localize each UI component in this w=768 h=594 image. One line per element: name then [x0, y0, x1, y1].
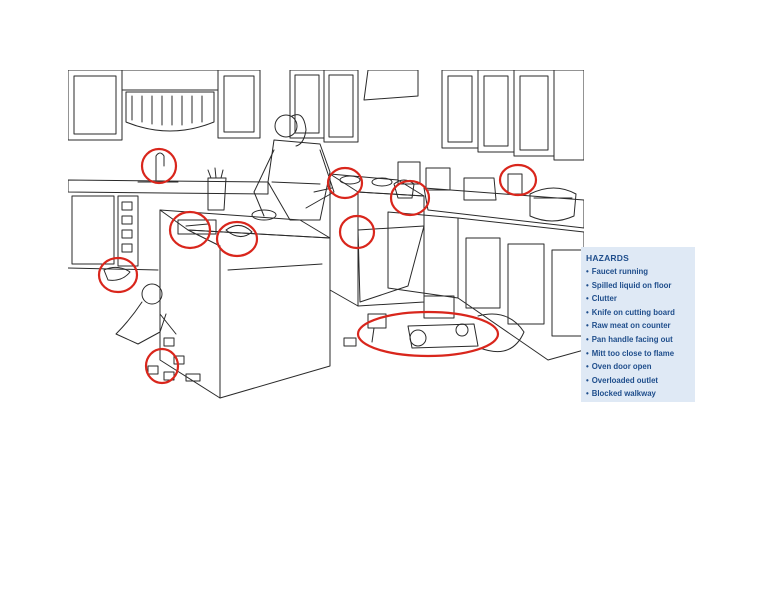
hazard-circle-oven: [338, 214, 376, 250]
upper-cabinets-right: [441, 70, 584, 161]
legend-item: Overloaded outlet: [586, 374, 691, 388]
upper-cabinets-center: [289, 70, 419, 143]
hazard-circle-walkway: [356, 310, 500, 358]
hazard-circle-pan: [326, 166, 364, 200]
legend-title: HAZARDS: [586, 253, 629, 263]
legend-list: Faucet running Spilled liquid on floor C…: [586, 265, 691, 401]
hazard-circle-meat: [215, 220, 259, 258]
hazards-legend: HAZARDS Faucet running Spilled liquid on…: [581, 247, 695, 402]
back-counter-left: [68, 152, 269, 271]
kitchen-hazards-illustration: [68, 70, 584, 399]
spill: [103, 266, 131, 281]
legend-item: Knife on cutting board: [586, 306, 691, 320]
hazard-circle-mitt: [389, 179, 431, 217]
legend-item: Faucet running: [586, 265, 691, 279]
hazard-circle-knife: [168, 210, 212, 250]
upper-cabinets-left: [68, 70, 261, 141]
legend-item: Blocked walkway: [586, 387, 691, 401]
stove-range: [313, 173, 425, 307]
back-counter-right: [387, 161, 584, 361]
hazard-markers: [97, 147, 538, 385]
legend-item: Oven door open: [586, 360, 691, 374]
legend-item: Mitt too close to flame: [586, 347, 691, 361]
hazard-circle-spill: [97, 256, 139, 294]
hazard-circle-faucet: [140, 147, 178, 185]
woman-figure: [251, 114, 335, 221]
child-figure: [115, 283, 201, 382]
legend-item: Raw meat on counter: [586, 319, 691, 333]
legend-item: Spilled liquid on floor: [586, 279, 691, 293]
kitchen-island: [159, 167, 331, 399]
hazard-circle-outlet: [498, 163, 538, 197]
hazard-circle-blocks: [144, 347, 180, 385]
toys-walkway: [343, 295, 525, 352]
legend-item: Pan handle facing out: [586, 333, 691, 347]
legend-item: Clutter: [586, 292, 691, 306]
